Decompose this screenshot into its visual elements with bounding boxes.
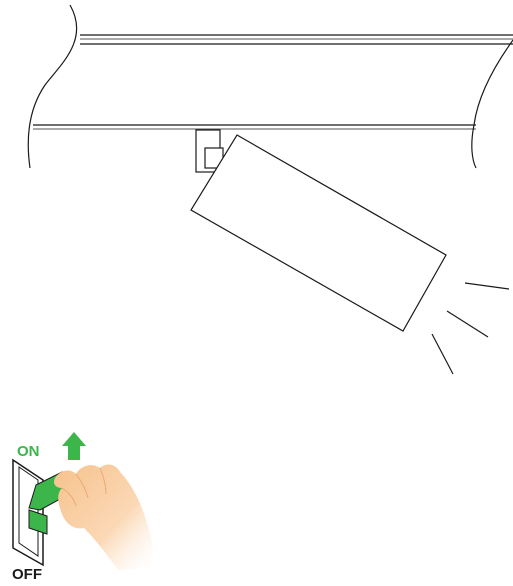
track-light-icon <box>190 129 447 332</box>
up-arrow-icon <box>62 432 86 460</box>
finger-line <box>99 467 107 495</box>
switch-rocker-lower <box>28 509 48 535</box>
track-housing <box>27 4 513 169</box>
light-ray <box>431 333 454 375</box>
light-ray <box>464 282 510 290</box>
up-arrow-head <box>62 432 86 446</box>
light-ray <box>446 310 489 338</box>
light-head <box>190 134 447 332</box>
switch-rocker-upper <box>28 471 63 511</box>
hand-shape <box>53 464 153 570</box>
on-label: ON <box>17 443 40 460</box>
thumb-line <box>61 487 77 507</box>
hand-icon <box>53 464 153 570</box>
off-label: OFF <box>12 566 42 581</box>
light-rays-icon <box>431 282 510 375</box>
track-right-curve <box>471 39 513 169</box>
up-arrow-shaft <box>68 445 80 460</box>
finger-line <box>75 473 89 499</box>
rocker-switch-icon <box>12 458 63 567</box>
track-left-curve <box>27 4 78 169</box>
